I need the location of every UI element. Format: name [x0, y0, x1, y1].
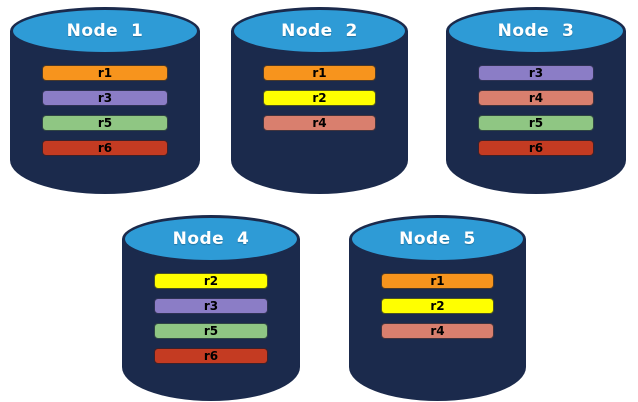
replica-label: r6	[97, 141, 113, 155]
replica-list: r3 r4 r5 r6	[478, 65, 594, 156]
cylinder-body	[10, 31, 200, 194]
replica-label: r1	[312, 66, 327, 80]
replica-bar-r6: r6	[478, 140, 594, 156]
replica-label: r3	[528, 66, 544, 80]
node-title: Node 5	[399, 229, 476, 249]
database-node-node-3: Node 3 r3 r4 r5 r6	[446, 7, 626, 194]
replica-label: r1	[97, 66, 113, 80]
replica-bar-r5: r5	[478, 115, 594, 131]
replica-bar-r5: r5	[154, 323, 268, 339]
cylinder-body	[446, 31, 626, 194]
cylinder-top: Node 2	[231, 7, 408, 55]
replica-label: r4	[528, 91, 544, 105]
cylinder-top: Node 4	[122, 215, 300, 263]
replica-list: r1 r2 r4	[263, 65, 376, 131]
replica-label: r6	[203, 349, 219, 363]
replica-label: r2	[430, 299, 445, 313]
replica-bar-r1: r1	[263, 65, 376, 81]
cylinder-body	[349, 239, 526, 401]
replica-bar-r1: r1	[381, 273, 494, 289]
replica-label: r4	[430, 324, 445, 338]
replica-bar-r2: r2	[381, 298, 494, 314]
replica-bar-r4: r4	[263, 115, 376, 131]
replica-bar-r2: r2	[263, 90, 376, 106]
replica-bar-r3: r3	[42, 90, 168, 106]
node-title: Node 3	[497, 21, 575, 41]
replica-bar-r3: r3	[154, 298, 268, 314]
replica-label: r1	[430, 274, 445, 288]
cylinder-top: Node 1	[10, 7, 200, 55]
replica-label: r3	[203, 299, 219, 313]
replica-list: r2 r3 r5 r6	[154, 273, 268, 364]
cylinder-body	[122, 239, 300, 401]
database-node-node-2: Node 2 r1 r2 r4	[231, 7, 408, 194]
database-node-node-4: Node 4 r2 r3 r5 r6	[122, 215, 300, 401]
replica-label: r3	[97, 91, 113, 105]
node-title: Node 1	[66, 21, 144, 41]
cylinder-top: Node 3	[446, 7, 626, 55]
replica-bar-r3: r3	[478, 65, 594, 81]
database-node-node-1: Node 1 r1 r3 r5 r6	[10, 7, 200, 194]
replica-list: r1 r2 r4	[381, 273, 494, 339]
replica-label: r4	[312, 116, 327, 130]
replica-bar-r5: r5	[42, 115, 168, 131]
replica-bar-r2: r2	[154, 273, 268, 289]
replica-label: r2	[312, 91, 327, 105]
cylinder-top: Node 5	[349, 215, 526, 263]
replica-label: r6	[528, 141, 544, 155]
node-title: Node 4	[172, 229, 250, 249]
replica-bar-r6: r6	[154, 348, 268, 364]
replica-label: r5	[97, 116, 113, 130]
replica-label: r2	[203, 274, 219, 288]
node-title: Node 2	[281, 21, 358, 41]
replica-label: r5	[528, 116, 544, 130]
replica-bar-r4: r4	[478, 90, 594, 106]
replica-bar-r1: r1	[42, 65, 168, 81]
database-node-node-5: Node 5 r1 r2 r4	[349, 215, 526, 401]
replica-bar-r4: r4	[381, 323, 494, 339]
replica-label: r5	[203, 324, 219, 338]
replica-list: r1 r3 r5 r6	[42, 65, 168, 156]
replica-bar-r6: r6	[42, 140, 168, 156]
cylinder-body	[231, 31, 408, 194]
